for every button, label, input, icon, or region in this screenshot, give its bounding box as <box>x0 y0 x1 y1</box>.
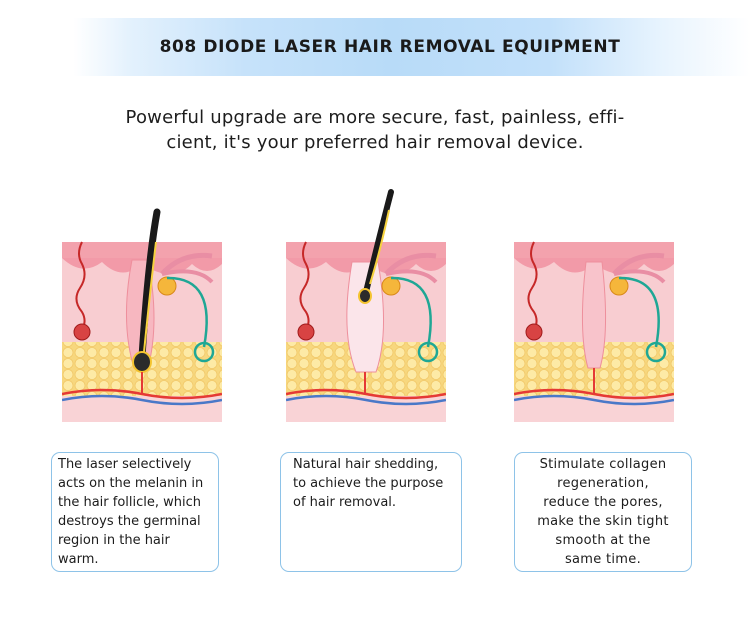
caption-line: regeneration, <box>557 476 649 491</box>
caption-line: region in the hair <box>58 533 170 548</box>
title-banner <box>30 18 750 76</box>
caption-line: of hair removal. <box>293 495 397 510</box>
caption-line: destroys the germinal <box>58 514 201 529</box>
caption-line: to achieve the purpose <box>293 476 444 491</box>
skin-cross-section-2 <box>286 189 446 422</box>
page-title: 808 DIODE LASER HAIR REMOVAL EQUIPMENT <box>159 37 621 57</box>
skin-cross-section-1 <box>62 208 222 422</box>
caption-line: The laser selectively <box>58 457 192 472</box>
illustration-laser-treatment <box>62 182 222 432</box>
caption-skin-regeneration: Stimulate collagen regeneration, reduce … <box>514 452 692 572</box>
illustration-hair-shedding <box>286 182 446 432</box>
caption-line: the hair follicle, which <box>58 495 202 510</box>
illustration-skin-regeneration <box>514 182 674 432</box>
caption-line: smooth at the <box>555 533 651 548</box>
intro-line-2: cient, it's your preferred hair removal … <box>166 132 584 153</box>
caption-line: warm. <box>58 552 99 567</box>
caption-line: same time. <box>564 552 642 567</box>
intro-line-1: Powerful upgrade are more secure, fast, … <box>125 107 625 128</box>
caption-line: make the skin tight <box>537 514 669 529</box>
caption-laser-treatment: The laser selectively acts on the melani… <box>51 452 219 572</box>
caption-line: Stimulate collagen <box>539 457 667 472</box>
caption-line: acts on the melanin in <box>58 476 204 491</box>
skin-cross-section-3 <box>514 241 674 422</box>
intro-text: Powerful upgrade are more secure, fast, … <box>100 105 650 155</box>
caption-line: Natural hair shedding, <box>293 457 439 472</box>
caption-line: reduce the pores, <box>543 495 663 510</box>
caption-hair-shedding: Natural hair shedding, to achieve the pu… <box>280 452 462 572</box>
